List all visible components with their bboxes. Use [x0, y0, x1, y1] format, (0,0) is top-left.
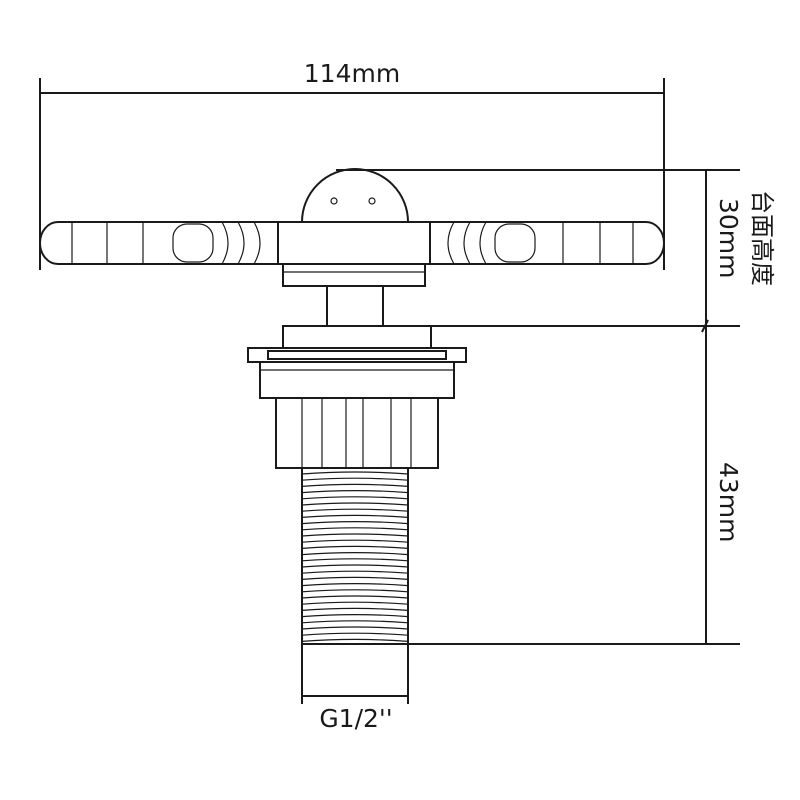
- pipe-end: [301, 643, 409, 697]
- left-handle-arm: [39, 221, 279, 265]
- dome-cap: [300, 168, 410, 223]
- thread-ridge: [301, 558, 409, 562]
- right-arm-grip: [494, 223, 536, 263]
- right-arm-body: [429, 221, 665, 265]
- right-arm-curve: [447, 221, 455, 265]
- width-label: 114mm: [304, 59, 400, 88]
- thread-ridge: [301, 490, 409, 494]
- left-arm-body: [39, 221, 279, 265]
- thread-ridge: [301, 570, 409, 574]
- thread-ridge: [301, 533, 409, 537]
- countertop-height-value: 30mm: [714, 198, 743, 279]
- thread-ridge: [301, 496, 409, 500]
- thread-ridge: [301, 545, 409, 549]
- left-arm-curve: [253, 221, 261, 265]
- left-arm-grip: [172, 223, 214, 263]
- left-arm-curve: [237, 221, 245, 265]
- thread-ridge: [301, 632, 409, 636]
- thread-ridge: [301, 508, 409, 512]
- hex-nut: [275, 397, 439, 469]
- thread-ridge: [301, 477, 409, 481]
- dome-hole-left: [330, 197, 338, 205]
- dome-hole-right: [368, 197, 376, 205]
- thread-ridge: [301, 595, 409, 599]
- thread-ridge: [301, 502, 409, 506]
- thread-ridge: [301, 601, 409, 605]
- width-dimension: 114mm: [39, 59, 665, 270]
- thread-ridge: [301, 589, 409, 593]
- handle-hub: [277, 221, 431, 265]
- thread-ridge: [301, 607, 409, 611]
- thread-ridge: [301, 539, 409, 543]
- faucet-body: [247, 325, 467, 469]
- thread-ridge: [301, 514, 409, 518]
- thread-ridge: [301, 483, 409, 487]
- thread-ridge: [301, 583, 409, 587]
- hub-collar: [282, 263, 426, 287]
- threaded-shank: [301, 467, 409, 645]
- thread-ridge: [301, 614, 409, 618]
- thread-label: G1/2'': [319, 704, 392, 733]
- thread-ridge: [301, 564, 409, 568]
- countertop-height-caption: 台面高度: [748, 190, 776, 286]
- shank-body: [301, 467, 409, 645]
- valve-stem: [326, 285, 384, 327]
- thread-ridge: [301, 638, 409, 642]
- thread-ridge: [301, 620, 409, 624]
- right-arm-curve: [479, 221, 487, 265]
- thread-ridge: [301, 527, 409, 531]
- countertop-height-dimension: 30mm 台面高度: [336, 169, 776, 333]
- thread-ridge: [301, 576, 409, 580]
- right-handle-arm: [429, 221, 665, 265]
- faucet-handle: [39, 168, 665, 287]
- thread-ridge: [301, 471, 409, 475]
- right-arm-curve: [463, 221, 471, 265]
- thread-dimension: G1/2'': [301, 644, 409, 733]
- lock-nut-washer: [259, 361, 455, 399]
- length-label: 43mm: [714, 462, 743, 543]
- thread-ridge: [301, 521, 409, 525]
- left-arm-curve: [221, 221, 229, 265]
- thread-ridge: [301, 552, 409, 556]
- upper-collar: [282, 325, 432, 349]
- length-dimension: 43mm: [408, 326, 743, 645]
- thread-ridge: [301, 626, 409, 630]
- flange-inner: [267, 350, 447, 360]
